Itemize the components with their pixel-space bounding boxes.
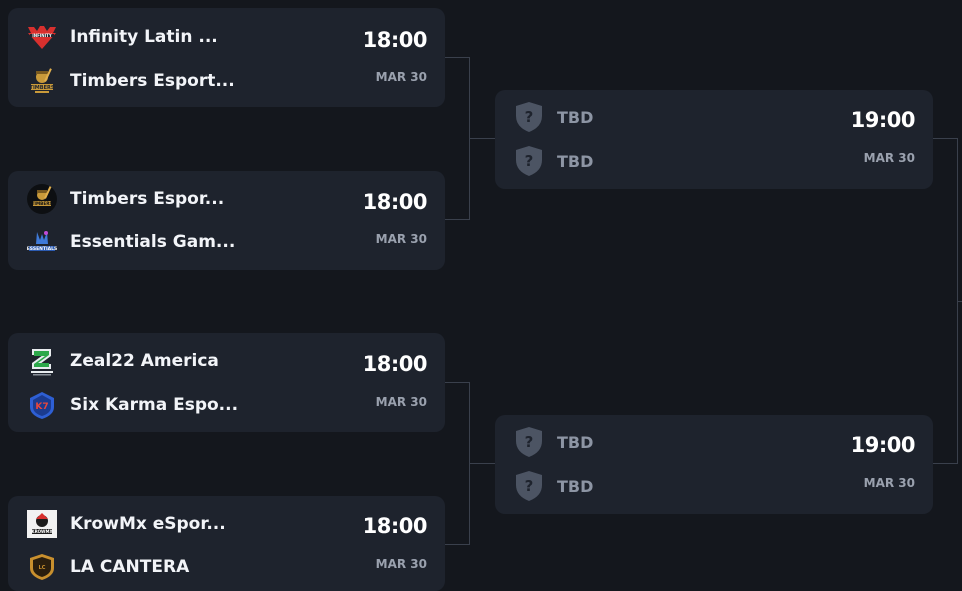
match-time: 18:00: [362, 28, 428, 52]
team-name: Infinity Latin ...: [70, 27, 218, 47]
svg-text:KROWMX: KROWMX: [31, 529, 52, 534]
team-row: KROWMX KrowMx eSpor...: [26, 507, 226, 541]
team-row: ? TBD: [513, 100, 593, 134]
team-name: Six Karma Espo...: [70, 395, 239, 415]
timbers-logo: TIMBERS: [26, 65, 58, 97]
team-name: LA CANTERA: [70, 557, 190, 577]
svg-text:LC: LC: [39, 565, 46, 571]
match-card-r2-m1[interactable]: ? TBD ? TBD 19:00 MAR 30: [495, 90, 933, 189]
bracket-connector: [445, 219, 469, 220]
match-card-r1-m1[interactable]: INFINITY Infinity Latin ... TIMBERS Timb…: [8, 8, 445, 107]
team-name: TBD: [557, 476, 594, 496]
krowmx-logo: KROWMX: [26, 508, 58, 540]
bracket-connector: [957, 301, 962, 302]
match-time: 18:00: [362, 352, 428, 376]
team-row: ? TBD: [513, 469, 593, 503]
bracket-connector: [445, 382, 469, 383]
svg-text:ESSENTIALS: ESSENTIALS: [27, 246, 58, 252]
team-name: Timbers Espor...: [70, 189, 225, 209]
match-date: MAR 30: [375, 70, 427, 84]
zeal22-logo: [26, 345, 58, 377]
team-row: ESSENTIALS Essentials Gam...: [26, 225, 235, 259]
team-name: TBD: [557, 151, 594, 171]
match-card-r1-m2[interactable]: TIMBERS Timbers Espor... ESSENTIALS Esse…: [8, 171, 445, 270]
team-row: TIMBERS Timbers Esport...: [26, 64, 235, 98]
match-time: 18:00: [362, 190, 428, 214]
unknown-shield-icon: ?: [513, 426, 545, 458]
team-row: TIMBERS Timbers Espor...: [26, 182, 224, 216]
bracket-connector: [933, 463, 957, 464]
match-date: MAR 30: [375, 395, 427, 409]
svg-text:K7: K7: [35, 402, 48, 412]
team-row: ? TBD: [513, 425, 593, 459]
bracket-connector: [445, 57, 469, 58]
match-date: MAR 30: [863, 476, 915, 490]
la-cantera-logo: LC: [26, 551, 58, 583]
bracket-connector: [933, 138, 957, 139]
team-name: Essentials Gam...: [70, 232, 236, 252]
timbers-logo: TIMBERS: [26, 183, 58, 215]
match-time: 19:00: [850, 108, 916, 132]
team-name: TBD: [557, 432, 594, 452]
match-card-r2-m2[interactable]: ? TBD ? TBD 19:00 MAR 30: [495, 415, 933, 514]
svg-text:TIMBERS: TIMBERS: [30, 85, 55, 91]
bracket-connector: [445, 544, 469, 545]
team-row: K7 Six Karma Espo...: [26, 388, 238, 422]
bracket-connector: [469, 138, 495, 139]
match-date: MAR 30: [863, 151, 915, 165]
unknown-shield-icon: ?: [513, 101, 545, 133]
team-name: Timbers Esport...: [70, 71, 235, 91]
infinity-logo: INFINITY: [26, 21, 58, 53]
six-karma-logo: K7: [26, 389, 58, 421]
team-row: LC LA CANTERA: [26, 550, 189, 584]
unknown-shield-icon: ?: [513, 145, 545, 177]
match-date: MAR 30: [375, 557, 427, 571]
match-card-r1-m4[interactable]: KROWMX KrowMx eSpor... LC LA CANTERA 18:…: [8, 496, 445, 591]
team-row: Zeal22 America: [26, 344, 219, 378]
svg-text:?: ?: [525, 108, 534, 126]
team-name: KrowMx eSpor...: [70, 514, 226, 534]
svg-text:INFINITY: INFINITY: [32, 33, 52, 38]
svg-text:?: ?: [525, 152, 534, 170]
match-date: MAR 30: [375, 232, 427, 246]
bracket-connector: [469, 463, 495, 464]
team-name: Zeal22 America: [70, 351, 219, 371]
svg-text:?: ?: [525, 433, 534, 451]
svg-text:TIMBERS: TIMBERS: [32, 201, 53, 206]
match-time: 19:00: [850, 433, 916, 457]
unknown-shield-icon: ?: [513, 470, 545, 502]
match-time: 18:00: [362, 514, 428, 538]
svg-text:?: ?: [525, 477, 534, 495]
team-row: ? TBD: [513, 144, 593, 178]
team-name: TBD: [557, 107, 594, 127]
team-row: INFINITY Infinity Latin ...: [26, 20, 218, 54]
essentials-logo: ESSENTIALS: [26, 226, 58, 258]
match-card-r1-m3[interactable]: Zeal22 America K7 Six Karma Espo... 18:0…: [8, 333, 445, 432]
